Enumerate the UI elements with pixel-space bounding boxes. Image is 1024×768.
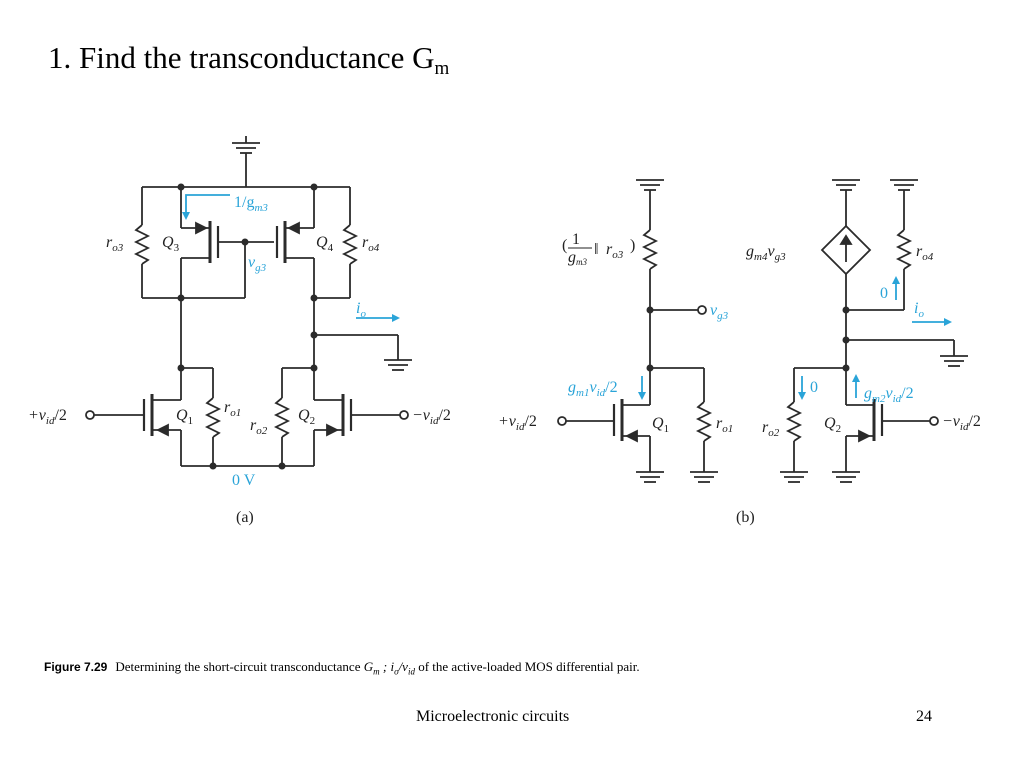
page-number: 24 — [916, 708, 932, 725]
annotations-a — [182, 194, 400, 322]
label-parallel-sign: ‖ — [594, 241, 599, 258]
ground-symbol-b-ro1 — [690, 471, 718, 483]
label-ro2-a: ro2 — [250, 417, 268, 437]
label-zero-current-ro4: 0 — [880, 285, 888, 302]
resistor-combo-gm3-ro3 — [641, 229, 659, 270]
caption-text-after: of the active-loaded MOS differential pa… — [414, 659, 640, 674]
ground-symbol-output — [384, 359, 412, 371]
label-q2-b: Q2 — [824, 415, 841, 435]
label-paren-right: ) — [630, 237, 635, 254]
transistor-q2-b — [845, 399, 939, 472]
resistor-ro1 — [204, 397, 222, 438]
label-zero-current-ro2: 0 — [810, 379, 818, 396]
label-vg3-b: vg3 — [710, 302, 729, 322]
resistor-ro4-b — [895, 229, 913, 270]
labels-a: 1/gm3 vg3 Q3 Q4 ro3 ro4 io ro1 ro2 Q1 Q2… — [28, 194, 451, 526]
label-q2-a: Q2 — [298, 407, 315, 427]
dependent-current-source-gm4vg3 — [820, 224, 872, 276]
label-io-a: io — [356, 300, 366, 320]
transistor-q1 — [85, 394, 182, 466]
transistor-q4 — [275, 187, 315, 298]
label-input-plus-a: +vid/2 — [28, 407, 67, 427]
label-q1-b: Q1 — [652, 415, 669, 435]
ground-symbol-b-output — [940, 355, 968, 367]
caption-text-before: Determining the short-circuit transcondu… — [115, 659, 364, 674]
label-q4: Q4 — [316, 234, 334, 254]
panel-label-a: (a) — [236, 509, 254, 526]
figure-caption: Figure 7.29 Determining the short-circuit… — [44, 659, 640, 677]
label-ro3: ro3 — [106, 234, 124, 254]
circuit-b — [557, 179, 968, 483]
transistor-q2 — [313, 394, 409, 466]
label-gm2vid: gm2vid/2 — [864, 385, 914, 405]
label-combo-num: 1 — [572, 231, 580, 248]
slide-title-text: 1. Find the transconductance G — [48, 40, 435, 75]
label-ro1-a: ro1 — [224, 399, 241, 419]
label-input-minus-b: −vid/2 — [942, 413, 981, 433]
label-zero-volt: 0 V — [232, 472, 256, 489]
label-paren-left: ( — [562, 237, 567, 254]
label-ro2-b: ro2 — [762, 419, 780, 439]
ground-symbol-b-ro2 — [780, 471, 808, 483]
label-ro4-b: ro4 — [916, 243, 934, 263]
slide-title: 1. Find the transconductance Gm — [48, 40, 449, 80]
label-vg3-a: vg3 — [248, 254, 267, 274]
transistor-q1-b — [557, 368, 651, 472]
annotations-b — [638, 276, 952, 400]
label-input-plus-b: +vid/2 — [498, 413, 537, 433]
ground-symbol-b-top-mid — [832, 179, 860, 191]
circuit-a — [85, 136, 412, 470]
ground-symbol-b-top-right — [890, 179, 918, 191]
ground-symbol-b-q2 — [832, 471, 860, 483]
ground-symbol-top — [232, 136, 260, 187]
caption-formula: Gm ; io/vid — [363, 659, 415, 677]
resistor-ro4 — [341, 224, 359, 265]
footer-title: Microelectronic circuits — [416, 708, 570, 725]
ground-symbol-b-q1 — [636, 471, 664, 483]
resistor-ro3 — [133, 224, 151, 265]
slide-title-subscript: m — [434, 58, 450, 79]
label-gm4vg3: gm4vg3 — [746, 243, 786, 263]
label-gm1vid: gm1vid/2 — [568, 379, 618, 399]
label-q1-a: Q1 — [176, 407, 193, 427]
labels-b: ( 1 gm3 ‖ ro3 ) vg3 gm1vid/2 Q1 ro1 +vid… — [498, 231, 981, 526]
panel-label-b: (b) — [736, 509, 755, 526]
resistor-ro1-b — [695, 401, 713, 442]
resistor-ro2-b — [785, 401, 803, 442]
label-combo-r: ro3 — [606, 241, 624, 261]
resistor-ro2 — [273, 397, 291, 438]
label-q3: Q3 — [162, 234, 180, 254]
label-ro1-b: ro1 — [716, 415, 733, 435]
label-io-b: io — [914, 300, 924, 320]
label-one-over-gm3: 1/gm3 — [234, 194, 268, 214]
label-input-minus-a: −vid/2 — [412, 407, 451, 427]
label-combo-den: gm3 — [568, 249, 587, 267]
junction-dots-b — [646, 306, 850, 372]
junction-dots-a — [177, 183, 318, 470]
caption-label: Figure 7.29 — [44, 660, 108, 674]
ground-symbol-b-top-left — [636, 179, 664, 191]
label-ro4: ro4 — [362, 234, 380, 254]
